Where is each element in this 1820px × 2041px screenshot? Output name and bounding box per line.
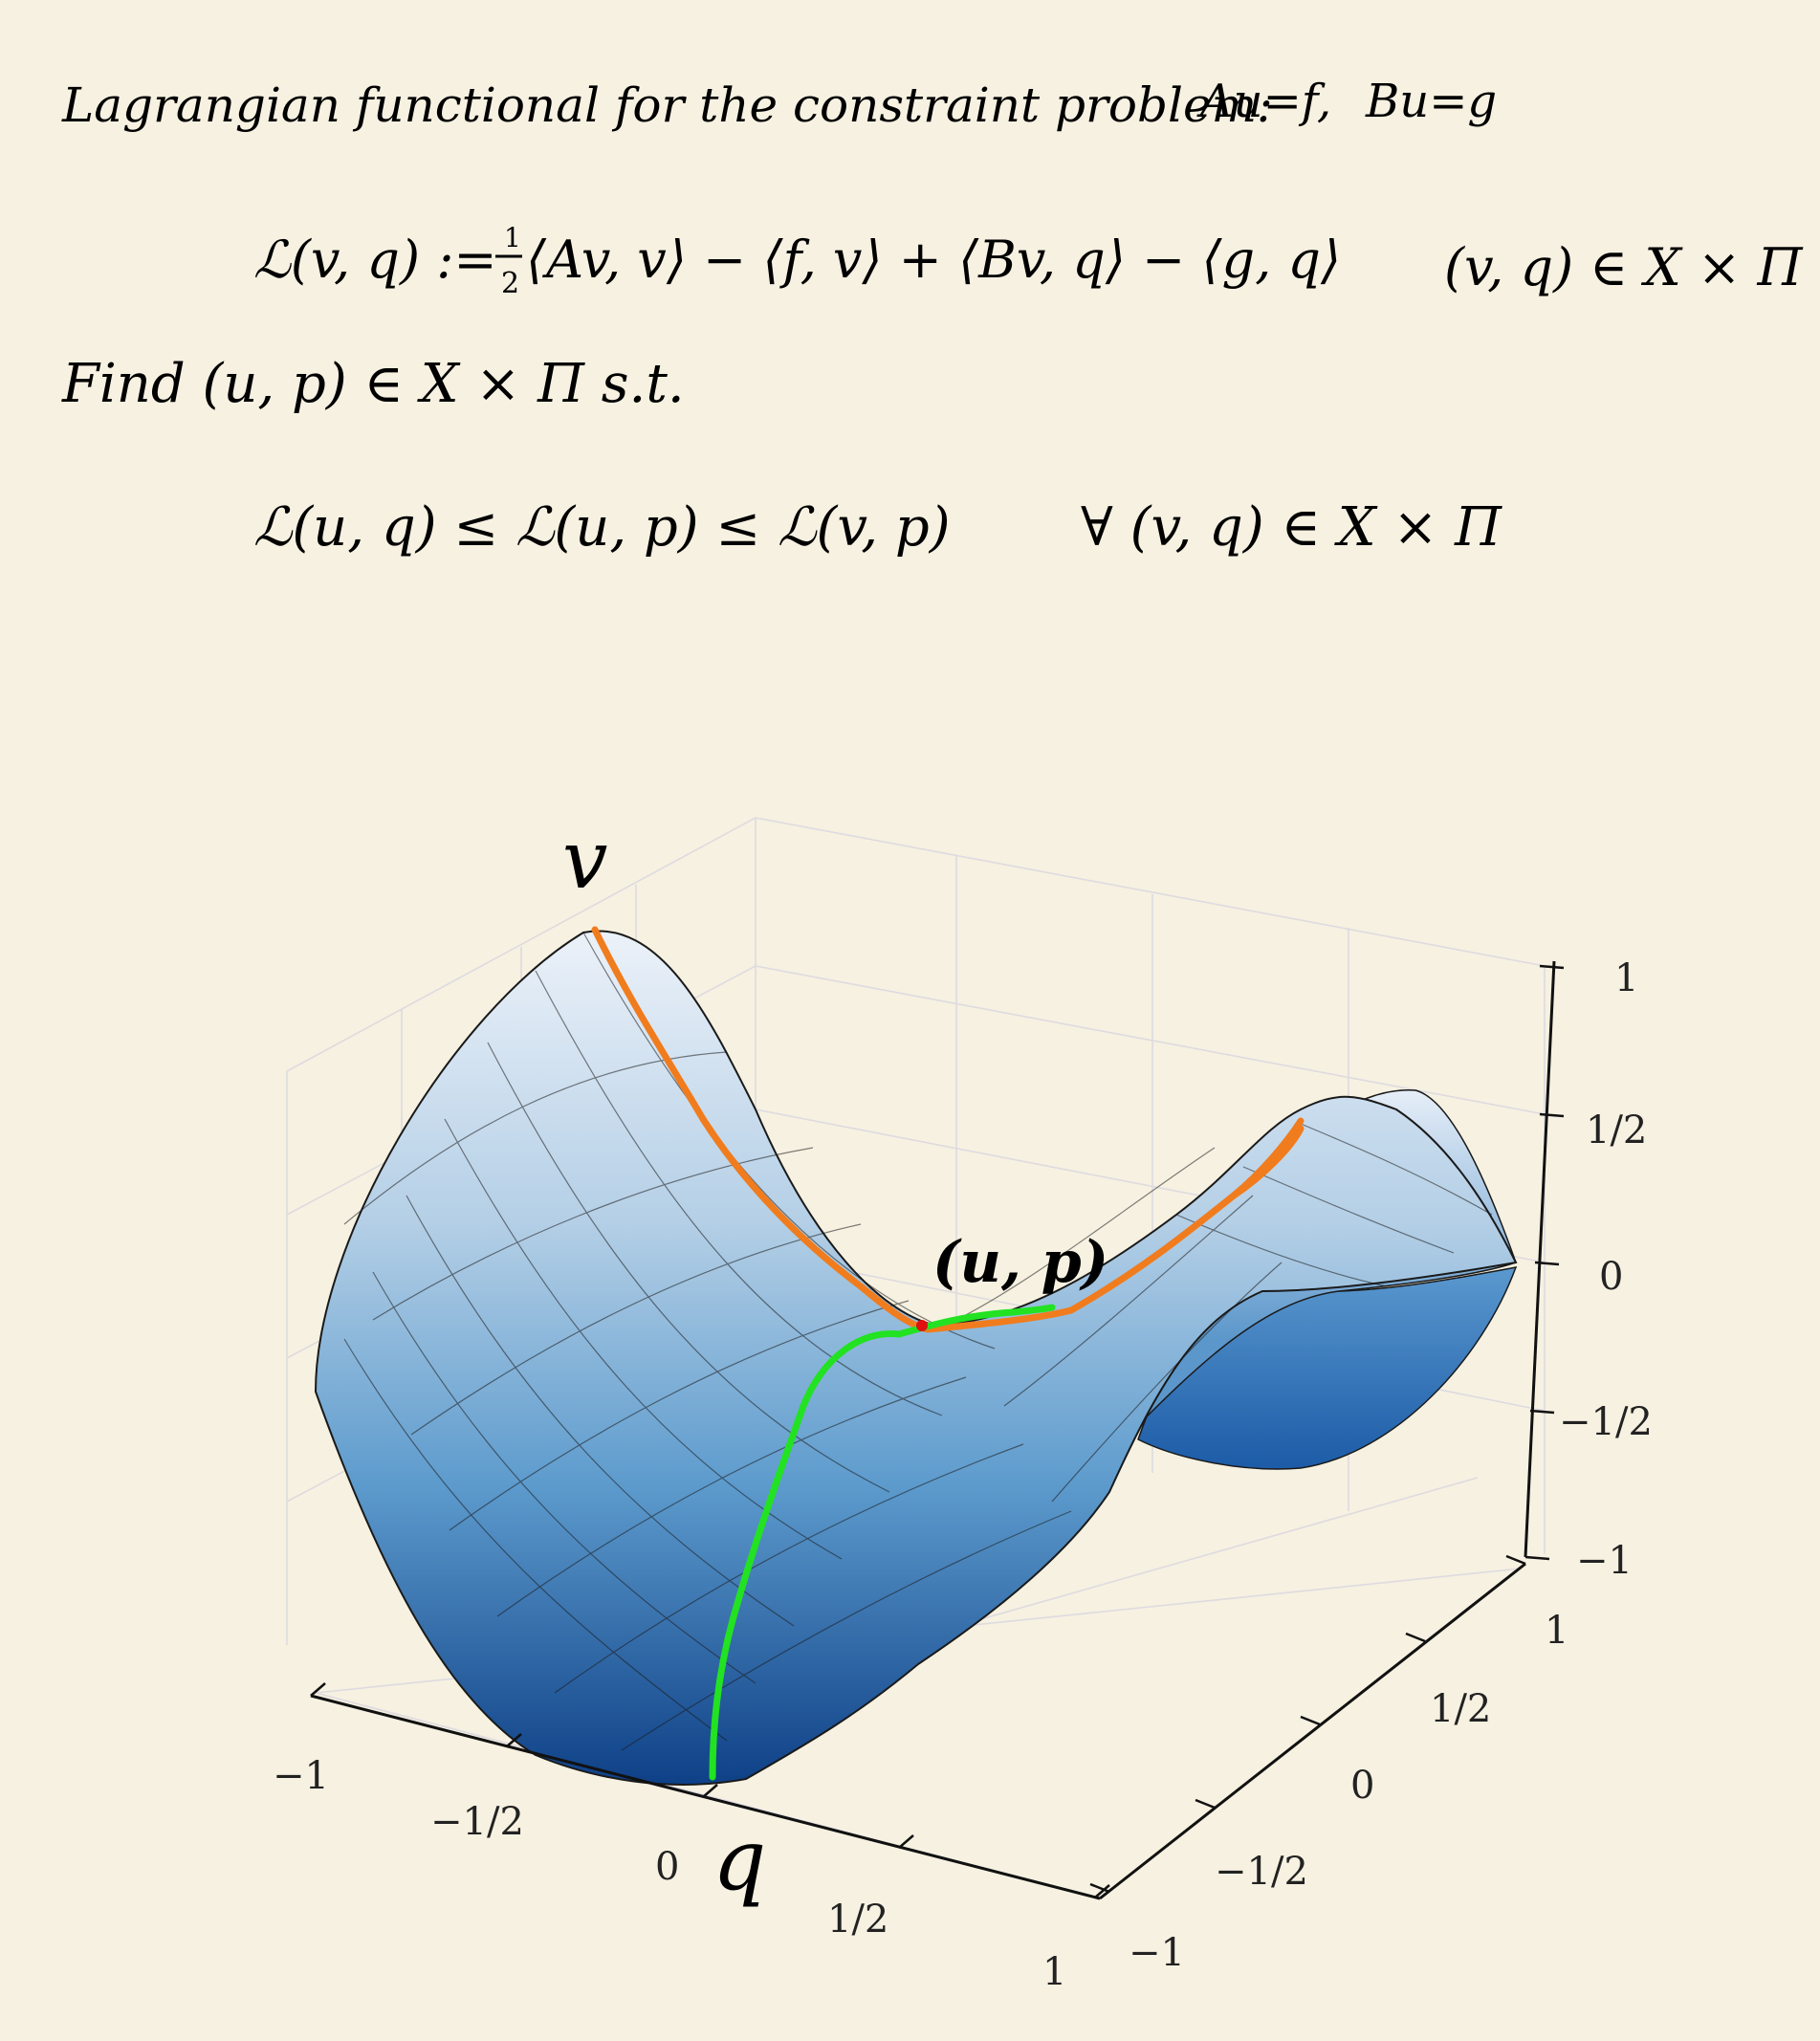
y-tick-label: 1/2 [1430,1687,1491,1731]
label-saddle-point: (u, p) [932,1229,1108,1296]
lagrangian-lhs: ℒ(v, q) := [253,230,497,290]
x-tick-label: 1/2 [827,1898,888,1942]
saddle-surface-plot: −1 −1/2 0 1/2 1 −1 −1/2 0 1/2 1 1 1/2 0 … [273,813,1653,1994]
plot-axes [310,960,1565,1900]
z-tick-label: 0 [1599,1255,1623,1299]
label-q: q [713,1811,766,1909]
z-tick-label: −1 [1576,1539,1633,1583]
constraint-au-f: Au=f, [1196,75,1331,128]
saddle-quantifier: ∀ (v, q) ∈ X × Π [1081,496,1502,559]
constraint-bu-g: Bu=g [1365,75,1497,128]
axis-ticks [310,964,1565,1898]
z-tick-labels: 1 1/2 0 −1/2 −1 [1559,956,1653,1583]
label-v: v [562,813,607,907]
y-tick-labels: −1 −1/2 0 1/2 1 [1129,1609,1568,1975]
q-direction-curve [709,1329,903,1781]
v-direction-curve-tip [1230,1117,1305,1199]
lagrangian-domain: (v, q) ∈ X × Π [1444,237,1803,297]
z-tick-label: 1 [1614,956,1638,1000]
z-axis-line [1524,960,1556,1558]
x-tick-label: −1 [273,1754,329,1798]
notes-block: Lagrangian functional for the constraint… [61,75,1803,559]
x-tick-labels: −1 −1/2 0 1/2 1 [273,1754,1066,1994]
x-tick-label: −1/2 [430,1800,524,1844]
lagrangian-rhs: ⟨Av, v⟩ − ⟨f, v⟩ + ⟨Bv, q⟩ − ⟨g, q⟩ [526,230,1341,290]
y-axis-line [1099,1562,1526,1900]
half-denominator: 2 [501,267,519,300]
notes-title: Lagrangian functional for the constraint… [61,77,1273,133]
z-tick-label: 1/2 [1586,1108,1647,1152]
saddle-surface [314,930,1518,1786]
x-axis-line [310,1694,1101,1900]
half-numerator: 1 [504,222,521,253]
y-tick-label: 1 [1545,1609,1568,1653]
x-tick-label: 0 [655,1845,679,1889]
y-tick-label: −1 [1129,1931,1185,1975]
find-statement: Find (u, p) ∈ X × Π s.t. [61,353,685,415]
saddle-inequality: ℒ(u, q) ≤ ℒ(u, p) ≤ ℒ(v, p) [253,496,951,559]
y-tick-label: −1/2 [1215,1850,1308,1894]
saddle-point-marker [916,1320,928,1331]
z-tick-label: −1/2 [1559,1400,1653,1444]
x-tick-label: 1 [1042,1950,1066,1994]
y-tick-label: 0 [1350,1764,1374,1808]
